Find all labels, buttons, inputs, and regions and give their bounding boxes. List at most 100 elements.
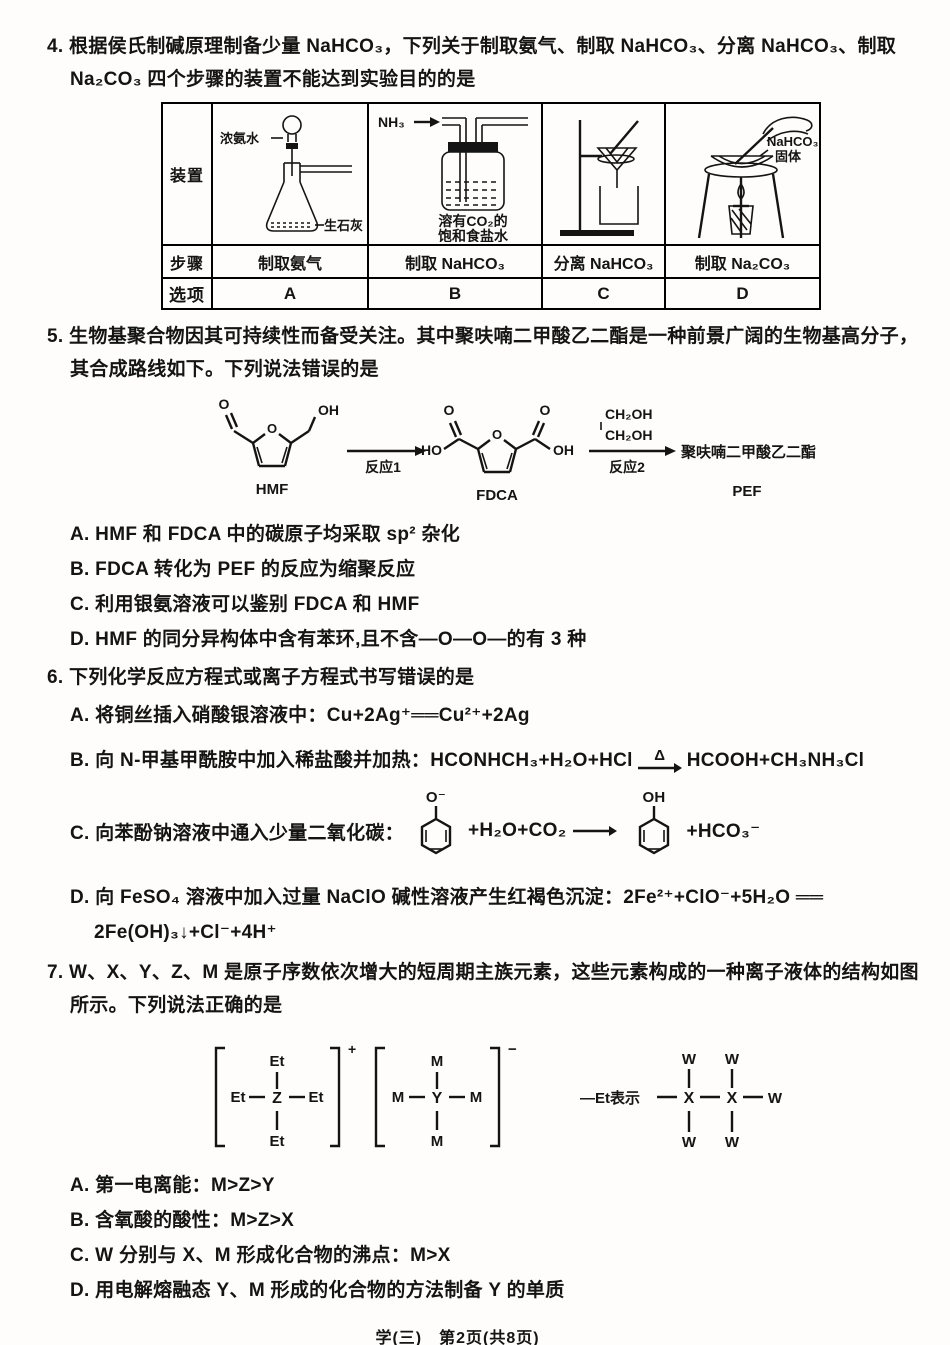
flask-ammonia-diagram: 浓氨水 生石灰	[220, 115, 363, 233]
fdca-label: FDCA	[476, 487, 518, 504]
q6-number: 6.	[47, 667, 64, 688]
svg-text:Et: Et	[231, 1089, 246, 1106]
reaction1-label: 反应1	[365, 459, 401, 475]
filtration-stand-diagram	[560, 120, 639, 236]
hand-icon	[762, 116, 813, 135]
row-label-step: 步骤	[161, 244, 213, 279]
stopper-icon	[448, 142, 498, 152]
q6-stem: 6. 下列化学反应方程式或离子方程式书写错误的是	[47, 667, 475, 688]
label-co2-brine-1: 溶有CO₂的	[438, 213, 507, 229]
q6-option-b: B. 向 N-甲基甲酰胺中加入稀盐酸并加热：HCONHCH₃+H₂O+HCl Δ…	[70, 743, 924, 778]
svg-text:M: M	[470, 1089, 483, 1106]
q5-option-c: C. 利用银氨溶液可以鉴别 FDCA 和 HMF	[70, 594, 420, 615]
ionic-liquid-structure: + Et Et Et Et Z − M M M M Y —Et表示 X X W …	[214, 1041, 783, 1151]
option-b: B	[367, 277, 543, 310]
table-row-option: 选项 A B C D	[161, 277, 821, 310]
q4-stem: 4. 根据侯氏制碱原理制备少量 NaHCO₃，下列关于制取氨气、制取 NaHCO…	[47, 36, 897, 90]
pef-name: 聚呋喃二甲酸乙二酯	[680, 443, 816, 461]
delta-arrow: Δ	[637, 746, 682, 774]
glycol-line1: CH₂OH	[605, 406, 652, 422]
step-c: 分离 NaHCO₃	[541, 244, 666, 279]
q5-option-b: B. FDCA 转化为 PEF 的反应为缩聚反应	[70, 559, 416, 580]
svg-text:M: M	[431, 1133, 444, 1150]
arrow-icon	[573, 826, 618, 836]
bracket-icon	[374, 1046, 385, 1148]
svg-text:X: X	[684, 1090, 695, 1107]
phenol-ring: OH	[639, 789, 670, 855]
bracket-icon	[490, 1046, 501, 1148]
svg-text:Et: Et	[309, 1089, 324, 1106]
synthesis-scheme: O O OH HMF 反应1 O O HO O OH FDCA CH₂OH CH…	[219, 396, 816, 504]
q6-option-d: D. 向 FeSO₄ 溶液中加入过量 NaClO 碱性溶液产生红褐色沉淀：2Fe…	[70, 887, 824, 908]
step-a: 制取氨气	[211, 244, 369, 279]
o-minus-label: O⁻	[426, 789, 446, 806]
table-row-step: 步骤 制取氨气 制取 NaHCO₃ 分离 NaHCO₃ 制取 Na₂CO₃	[161, 244, 821, 279]
row-label-option: 选项	[161, 277, 213, 310]
anion-charge: −	[508, 1041, 517, 1058]
q7-option-b: B. 含氧酸的酸性：M>Z>X	[70, 1210, 295, 1231]
step-d: 制取 Na₂CO₃	[664, 244, 821, 279]
svg-text:W: W	[725, 1134, 740, 1151]
label-solid: 固体	[775, 149, 802, 164]
bracket-icon	[330, 1046, 341, 1148]
svg-text:W: W	[682, 1134, 697, 1151]
svg-text:Et: Et	[270, 1133, 285, 1150]
hmf-label: HMF	[256, 481, 289, 498]
reaction2-label: 反应2	[609, 459, 645, 475]
q7-number: 7.	[47, 962, 64, 983]
svg-text:M: M	[431, 1053, 444, 1070]
fdca-furan-o: O	[492, 427, 502, 442]
bracket-icon	[214, 1046, 225, 1148]
arrow-icon	[415, 446, 426, 456]
label-quicklime: 生石灰	[324, 218, 363, 233]
q4-apparatus-table: 装置 浓氨水 生石灰	[161, 102, 821, 310]
fdca-ho: HO	[421, 442, 442, 458]
furan-o: O	[267, 421, 277, 436]
q5-number: 5.	[47, 326, 64, 347]
q6-option-d-line2: 2Fe(OH)₃↓+Cl⁻+4H⁺	[94, 922, 277, 943]
fdca-left-o: O	[444, 402, 455, 418]
q7-options: A. 第一电离能：M>Z>Y B. 含氧酸的酸性：M>Z>X C. W 分别与 …	[47, 1168, 924, 1308]
option-a: A	[211, 277, 369, 310]
oh-label: OH	[643, 789, 666, 806]
q7-option-c: C. W 分别与 X、M 形成化合物的沸点：M>X	[70, 1245, 451, 1266]
row-label-apparatus: 装置	[161, 102, 213, 246]
fdca-right-o: O	[540, 402, 551, 418]
pef-label: PEF	[732, 483, 761, 500]
glycol-line2: CH₂OH	[605, 427, 652, 443]
fdca-oh: OH	[553, 442, 574, 458]
page-footer: 学(三) 第2页(共8页)	[375, 1330, 540, 1345]
q7-stem: 7. W、X、Y、Z、M 是原子序数依次增大的短周期主族元素，这些元素构成的一种…	[47, 962, 919, 1016]
q5-option-d: D. HMF 的同分异构体中含有苯环,且不含—O—O—的有 3 种	[70, 629, 587, 650]
label-co2-brine-2: 饱和食盐水	[438, 228, 509, 242]
q7-option-d: D. 用电解熔融态 Y、M 形成的化合物的方法制备 Y 的单质	[70, 1280, 565, 1301]
apparatus-d-cell: NaHCO₃ 固体	[664, 102, 821, 246]
gas-bottle-diagram: NH₃ 溶有CO₂的 饱和食盐水	[378, 114, 528, 242]
q5-option-a: A. HMF 和 FDCA 中的碳原子均采取 sp² 杂化	[70, 524, 461, 545]
arrow-icon	[430, 117, 440, 127]
arrow-icon	[637, 762, 682, 773]
option-d: D	[664, 277, 821, 310]
q6-option-a: A. 将铜丝插入硝酸银溶液中：Cu+2Ag⁺══Cu²⁺+2Ag	[70, 705, 530, 726]
svg-text:M: M	[392, 1089, 405, 1106]
arrow-icon	[665, 446, 676, 456]
svg-text:X: X	[727, 1090, 738, 1107]
svg-text:Et: Et	[270, 1053, 285, 1070]
q5-options: A. HMF 和 FDCA 中的碳原子均采取 sp² 杂化 B. FDCA 转化…	[47, 517, 924, 657]
anion-center-atom: Y	[432, 1090, 443, 1107]
evaporating-dish-diagram: NaHCO₃ 固体	[697, 116, 818, 239]
q7-option-a: A. 第一电离能：M>Z>Y	[70, 1175, 275, 1196]
label-nh3: NH₃	[378, 114, 405, 130]
stopcock-icon	[286, 143, 298, 149]
svg-text:W: W	[725, 1051, 740, 1068]
apparatus-b-cell: NH₃ 溶有CO₂的 饱和食盐水	[367, 102, 543, 246]
et-definition-prefix: —Et表示	[580, 1089, 640, 1107]
apparatus-c-cell	[541, 102, 666, 246]
svg-text:W: W	[682, 1051, 697, 1068]
label-nahco3: NaHCO₃	[767, 134, 818, 149]
step-b: 制取 NaHCO₃	[367, 244, 543, 279]
cation-charge: +	[348, 1041, 356, 1057]
delta-symbol: Δ	[654, 746, 666, 764]
apparatus-a-cell: 浓氨水 生石灰	[211, 102, 369, 246]
